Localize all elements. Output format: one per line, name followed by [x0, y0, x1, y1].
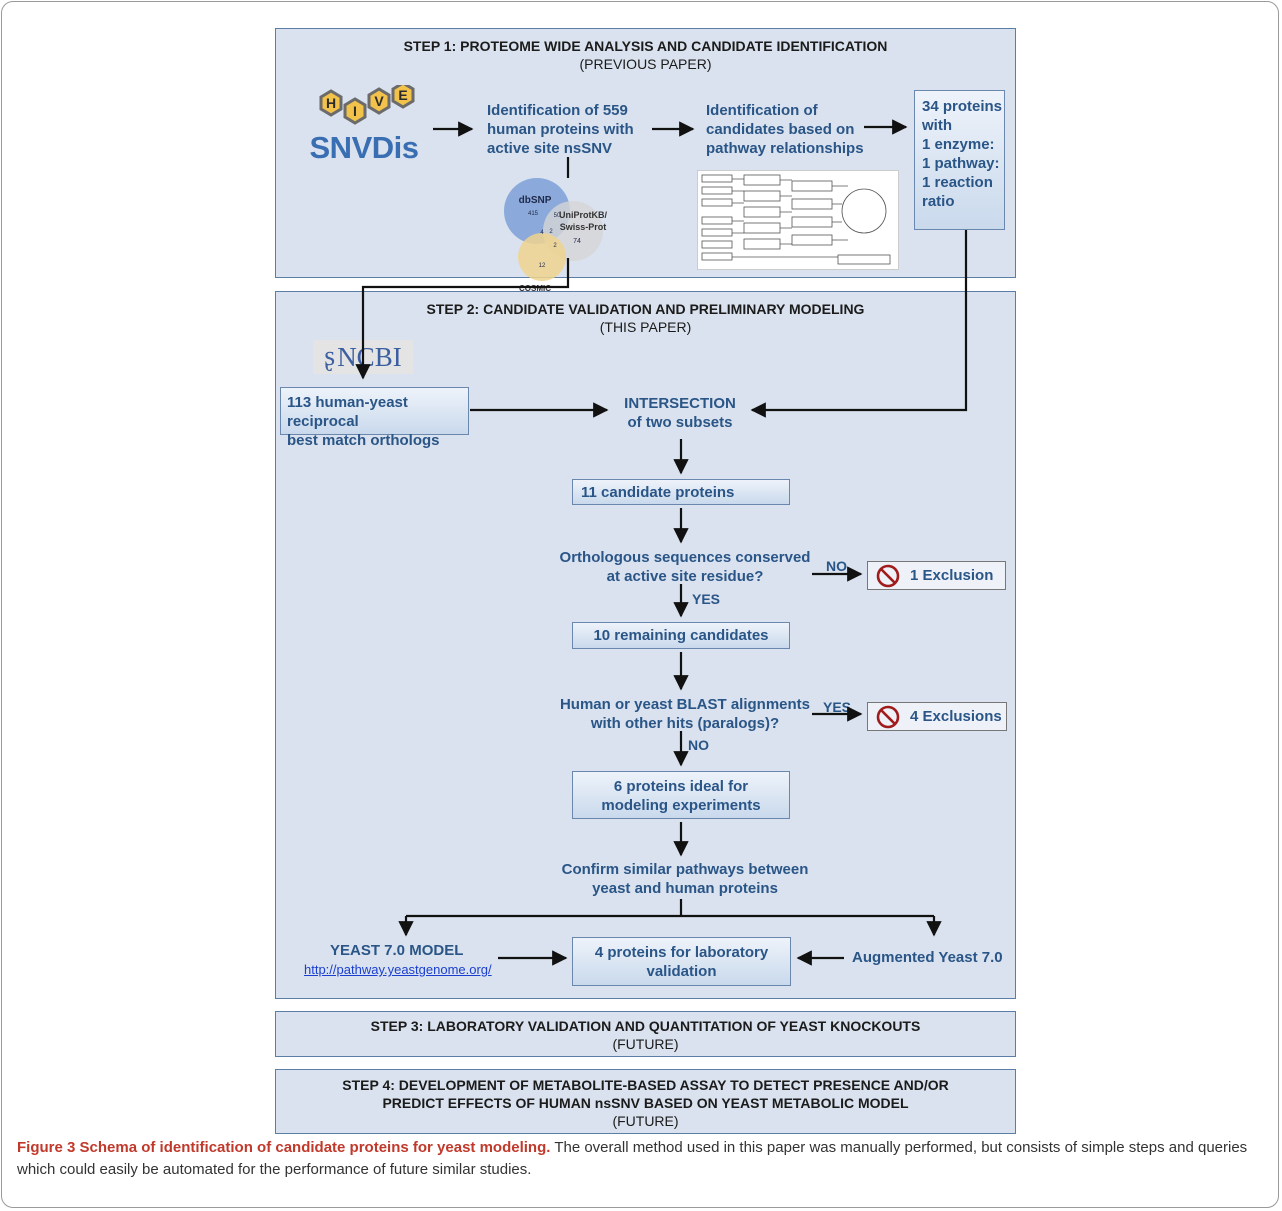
- svg-text:74: 74: [573, 238, 581, 245]
- augmented-yeast-text: Augmented Yeast 7.0: [852, 949, 1003, 966]
- venn-cosmic-label: COSMIC: [519, 284, 551, 293]
- step2-title: STEP 2: CANDIDATE VALIDATION AND PRELIMI…: [426, 301, 865, 317]
- caption-text: The overall method used in this paper wa…: [17, 1139, 1248, 1178]
- step3-subtitle: (FUTURE): [612, 1036, 679, 1052]
- yeast-model-title: YEAST 7.0 MODEL: [330, 942, 464, 959]
- exclusion-4-box: 4 Exclusions: [867, 702, 1007, 731]
- identification-text: Identification of 559 human proteins wit…: [487, 102, 634, 157]
- orthologs-box: 113 human-yeast reciprocal best match or…: [280, 387, 469, 449]
- hive-letter-v: V: [374, 93, 384, 109]
- step2-subtitle: (THIS PAPER): [599, 319, 692, 335]
- confirm-pathways-text: Confirm similar pathways between yeast a…: [561, 861, 809, 897]
- hive-letter-i: I: [353, 103, 357, 119]
- venn-dbsnp-label: dbSNP: [519, 195, 552, 206]
- step1-title: STEP 1: PROTEOME WIDE ANALYSIS AND CANDI…: [403, 38, 888, 54]
- venn-uniprot-label1: UniProtKB/: [559, 210, 607, 220]
- step3-panel: STEP 3: LABORATORY VALIDATION AND QUANTI…: [275, 1011, 1016, 1057]
- exclusion-1-box: 1 Exclusion: [867, 561, 1006, 590]
- intersection-text: INTERSECTION of two subsets: [624, 395, 736, 431]
- prohibited-icon: [876, 705, 900, 728]
- no-label-2: NO: [688, 737, 709, 753]
- svg-text:415: 415: [528, 211, 539, 217]
- svg-text:2: 2: [553, 243, 557, 249]
- pathway-flowchart-thumbnail: [697, 170, 899, 270]
- venn-uniprot-label2: Swiss-Prot: [560, 222, 607, 232]
- step4-subtitle: (FUTURE): [612, 1113, 679, 1129]
- pathway-candidates-text: Identification of candidates based on pa…: [706, 102, 864, 157]
- step4-panel: STEP 4: DEVELOPMENT OF METABOLITE-BASED …: [275, 1069, 1016, 1134]
- snvdis-logo-text: SNVDis: [309, 130, 419, 165]
- step4-title-line2: PREDICT EFFECTS OF HUMAN nsSNV BASED ON …: [382, 1095, 909, 1111]
- yeastgenome-link[interactable]: http://pathway.yeastgenome.org/: [304, 962, 492, 977]
- hive-letter-h: H: [326, 95, 336, 111]
- svg-text:50: 50: [554, 213, 561, 219]
- question-paralogs-text: Human or yeast BLAST alignments with oth…: [559, 696, 811, 732]
- question-conserved-text: Orthologous sequences conserved at activ…: [559, 549, 811, 585]
- no-label-1: NO: [826, 558, 847, 574]
- yes-label-2: YES: [823, 699, 852, 715]
- candidates-10-box: 10 remaining candidates: [572, 622, 790, 649]
- proteins-4-box: 4 proteins for laboratory validation: [572, 937, 791, 986]
- figure-caption: Figure 3 Schema of identification of can…: [17, 1137, 1267, 1181]
- step1-panel: STEP 1: PROTEOME WIDE ANALYSIS AND CANDI…: [275, 28, 1016, 278]
- ncbi-helix-icon: ʂ: [324, 341, 336, 372]
- step4-title-line1: STEP 4: DEVELOPMENT OF METABOLITE-BASED …: [342, 1077, 949, 1093]
- step3-title: STEP 3: LABORATORY VALIDATION AND QUANTI…: [370, 1018, 921, 1034]
- svg-text:4: 4: [540, 230, 544, 236]
- hive-letter-e: E: [398, 87, 407, 103]
- hive-logo: H I V E: [319, 85, 415, 125]
- yes-label-1: YES: [692, 591, 721, 607]
- proteins-6-box: 6 proteins ideal for modeling experiment…: [572, 771, 790, 819]
- step1-subtitle: (PREVIOUS PAPER): [579, 56, 712, 72]
- svg-text:12: 12: [539, 263, 546, 269]
- prohibited-icon: [876, 564, 900, 587]
- svg-text:2: 2: [549, 229, 553, 235]
- venn-diagram: dbSNP 415 50 4 2 2 74 12 UniProtKB/ Swis…: [504, 178, 607, 293]
- candidates-11-box: 11 candidate proteins: [572, 479, 790, 505]
- caption-bold: Figure 3 Schema of identification of can…: [17, 1139, 551, 1156]
- proteins-34-box: 34 proteins with 1 enzyme: 1 pathway: 1 …: [914, 90, 1005, 230]
